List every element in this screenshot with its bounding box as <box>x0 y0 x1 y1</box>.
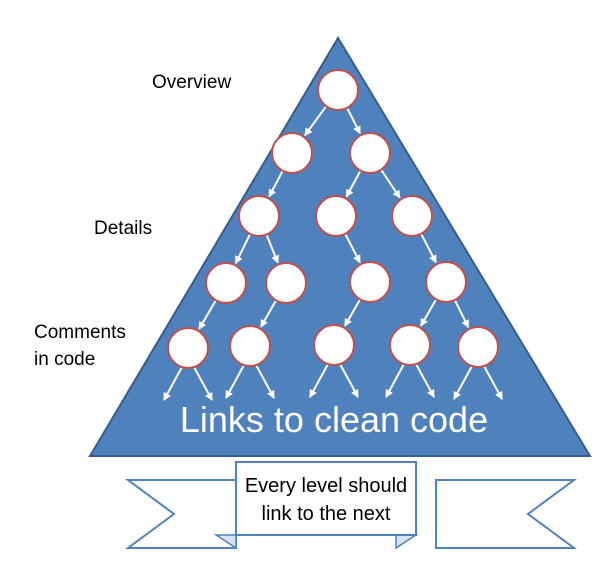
tree-arrow <box>420 298 437 327</box>
tree-arrow <box>344 233 361 264</box>
leaf-arrow <box>385 363 405 398</box>
tree-node <box>271 132 313 174</box>
tree-node <box>265 262 307 304</box>
tree-node <box>167 327 209 369</box>
tree-arrow <box>265 234 279 264</box>
ribbon-right-fold <box>395 534 419 550</box>
tree-node <box>315 195 357 237</box>
ribbon-text-line2: link to the next <box>262 503 391 525</box>
tree-arrow <box>380 169 401 199</box>
ribbon-right-tail <box>435 479 578 549</box>
leaf-arrow <box>225 364 245 399</box>
tree-arrow <box>260 299 277 328</box>
leaf-arrow <box>255 364 275 399</box>
ribbon-banner: Every level should link to the next <box>124 461 578 550</box>
leaf-arrow <box>309 363 329 398</box>
tree-node <box>349 132 391 174</box>
tree-arrow <box>344 298 361 327</box>
tree-arrow <box>198 299 217 330</box>
tree-node <box>238 195 280 237</box>
tree-nodes <box>167 69 499 369</box>
leaf-arrow <box>339 363 359 398</box>
tree-arrow <box>234 233 252 265</box>
tree-node <box>389 324 431 366</box>
leaf-arrow <box>415 363 435 398</box>
tree-node <box>457 326 499 368</box>
tree-arrow <box>420 233 437 264</box>
tree-node <box>391 195 433 237</box>
base-text: Links to clean code <box>180 399 488 440</box>
tree-node <box>349 261 391 303</box>
label-details: Details <box>94 218 152 239</box>
leaf-arrow <box>163 366 183 401</box>
tree-node <box>313 324 355 366</box>
ribbon-left-tail <box>124 479 237 549</box>
leaf-arrow <box>483 365 503 400</box>
ribbon-text-line1: Every level should <box>245 475 407 497</box>
tree-node <box>317 69 359 111</box>
leaf-arrow <box>453 365 473 400</box>
label-comments-line2: in code <box>34 349 95 370</box>
leaf-arrow <box>193 366 213 401</box>
label-overview: Overview <box>152 72 231 93</box>
tree-arrow <box>345 170 362 198</box>
tree-arrow <box>346 107 361 135</box>
tree-arrows <box>163 105 503 401</box>
label-comments-line1: Comments <box>34 322 126 343</box>
ribbon-left-fold <box>213 534 237 550</box>
tree-arrow <box>304 105 328 137</box>
tree-arrow <box>268 170 284 198</box>
tree-node <box>229 325 271 367</box>
tree-node <box>425 261 467 303</box>
tree-node <box>205 262 247 304</box>
ribbon-center <box>235 461 417 536</box>
tree-arrow <box>453 299 470 329</box>
